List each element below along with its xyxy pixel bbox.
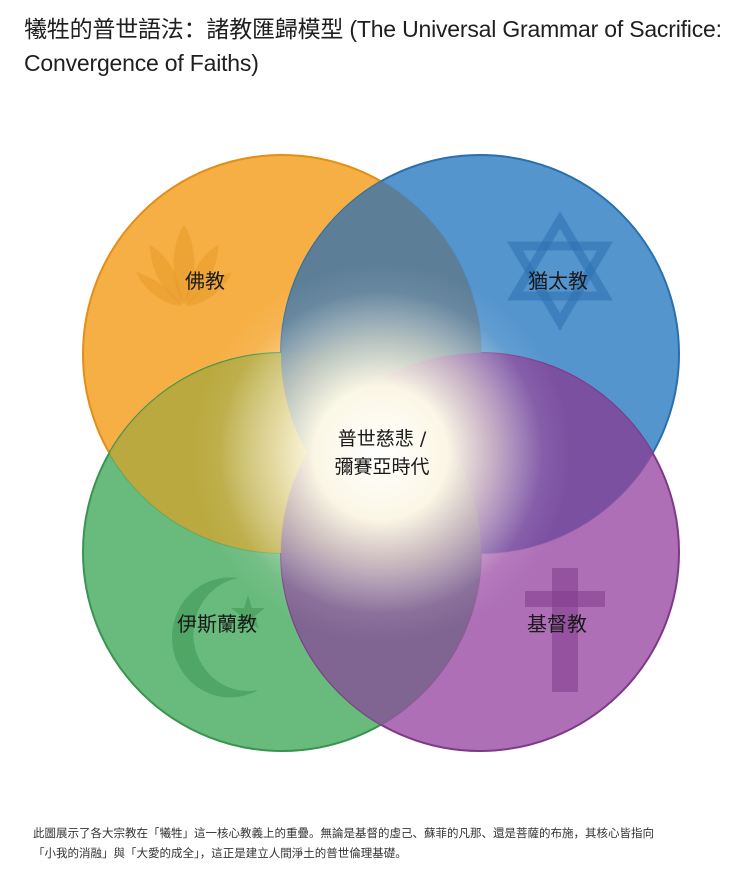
label-christianity: 基督教 — [527, 612, 587, 636]
label-buddhism: 佛教 — [185, 269, 225, 293]
lotus-icon — [136, 225, 232, 306]
page-title: 犧牲的普世語法：諸教匯歸模型 (The Universal Grammar of… — [24, 16, 722, 76]
center-label: 普世慈悲 / 彌賽亞時代 — [334, 425, 429, 481]
caption: 此圖展示了各大宗教在「犧牲」這一核心教義上的重疊。無論是基督的虛己、蘇菲的凡那、… — [33, 823, 723, 863]
center-label-line2: 彌賽亞時代 — [334, 456, 430, 478]
center-glow — [191, 263, 571, 643]
crescent-icon — [172, 577, 265, 698]
label-judaism: 猶太教 — [528, 269, 588, 293]
caption-line2: 「小我的消融」與「大愛的成全」，這正是建立人間淨土的普世倫理基礎。 — [33, 846, 407, 860]
cross-icon — [525, 568, 605, 692]
center-label-line1: 普世慈悲 / — [337, 428, 427, 450]
star-of-david-icon — [507, 211, 613, 331]
caption-line1: 此圖展示了各大宗教在「犧牲」這一核心教義上的重疊。無論是基督的虛己、蘇菲的凡那、… — [33, 826, 654, 840]
label-islam: 伊斯蘭教 — [177, 612, 257, 636]
